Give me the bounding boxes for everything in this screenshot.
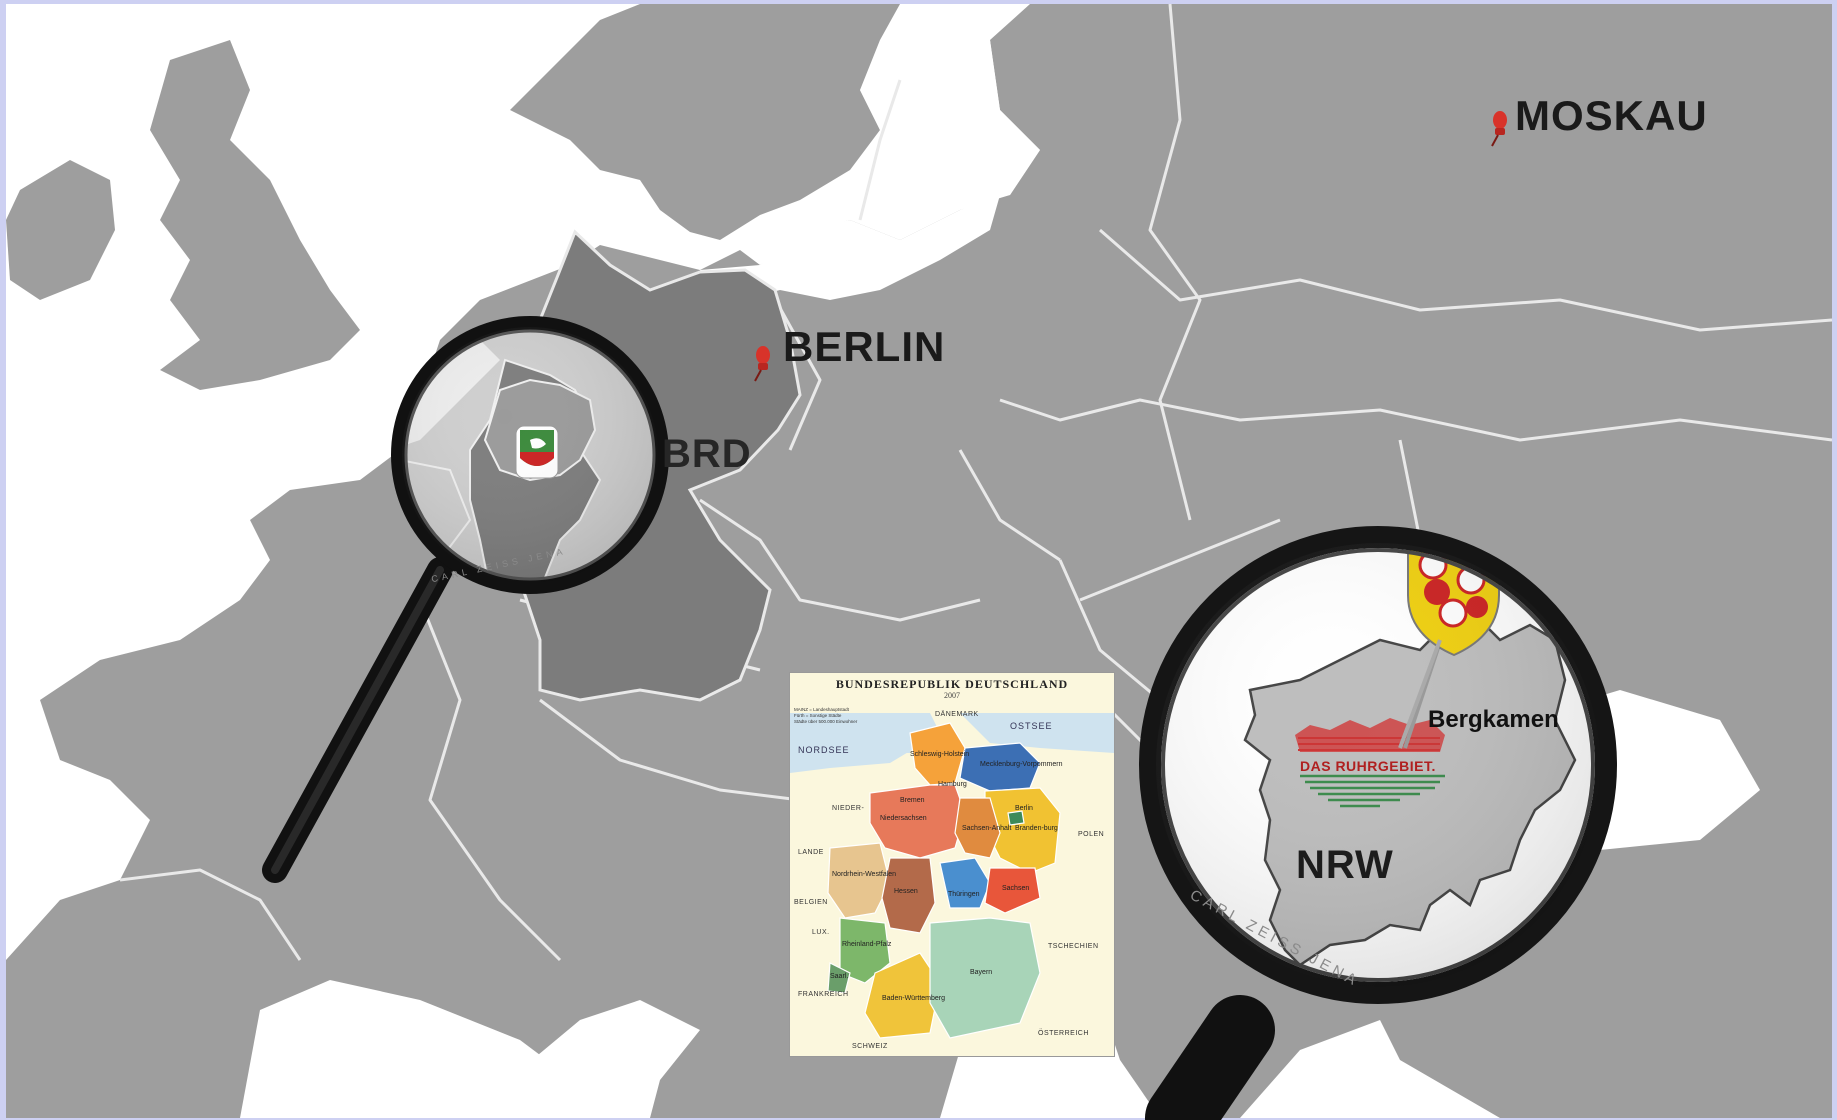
legend-item: Fürth = Sonstige Städte [794, 713, 842, 718]
country-label-brd: BRD [662, 432, 752, 476]
state-label: Sachsen [1002, 885, 1030, 892]
region-label-nrw: NRW [1296, 843, 1394, 887]
country-label: LANDE [798, 849, 824, 856]
state-label: Baden-Württemberg [882, 995, 946, 1002]
state-label: Hamburg [938, 781, 967, 788]
state-label: Niedersachsen [880, 815, 927, 822]
legend-item: Städte über 500.000 Einwohner [794, 719, 858, 724]
sea-mediterranean [240, 980, 560, 1118]
sea-label: NORDSEE [798, 745, 850, 755]
country-label: BELGIEN [794, 899, 828, 906]
country-label: ÖSTERREICH [1038, 1030, 1089, 1037]
state-label: Rheinland-Pfalz [842, 941, 892, 948]
land-scandinavia [510, 4, 900, 240]
country-label: LUX. [812, 929, 830, 936]
state-label: Mecklenburg-Vorpommern [980, 761, 1063, 768]
land-great-britain [150, 40, 360, 390]
country-label: DÄNEMARK [935, 711, 979, 718]
inset-title: BUNDESREPUBLIK DEUTSCHLAND [835, 677, 1069, 691]
state-label: Bremen [900, 797, 925, 804]
country-label: POLEN [1078, 831, 1105, 838]
pushpin-icon [754, 346, 770, 382]
state-label: Thüringen [948, 891, 980, 898]
state-label: Hessen [894, 888, 918, 895]
country-label: FRANKREICH [798, 991, 849, 998]
country-label: TSCHECHIEN [1048, 943, 1099, 950]
inset-year: 2007 [944, 691, 960, 700]
state-label: Sachsen-Anhalt [962, 825, 1012, 832]
state-label: Schleswig-Holstein [910, 751, 970, 758]
land-ireland [6, 160, 115, 300]
state-label: Bayern [970, 969, 993, 976]
ruhr-logo-text: DAS RUHRGEBIET. [1300, 758, 1436, 774]
magnifier-icon [1139, 526, 1617, 1120]
country-label: NIEDER- [832, 805, 865, 812]
country-label: SCHWEIZ [852, 1043, 888, 1050]
city-label-berlin: BERLIN [783, 323, 946, 370]
city-label-moskau: MOSKAU [1515, 92, 1708, 139]
state-label: Branden-burg [1015, 825, 1058, 832]
germany-inset-map: BUNDESREPUBLIK DEUTSCHLAND 2007 MAINZ = … [789, 672, 1115, 1057]
state-label: Saarl. [830, 973, 849, 980]
state-label: Nordrhein-Westfalen [832, 871, 897, 878]
city-label-bergkamen: Bergkamen [1428, 706, 1559, 733]
sea-baltic [700, 195, 1000, 300]
sea-label: OSTSEE [1010, 721, 1053, 731]
magnifier-icon [262, 316, 669, 883]
state-label: Berlin [1015, 805, 1033, 812]
land-iberia [6, 930, 260, 1118]
inset-legend: MAINZ = Landeshauptstadt Fürth = Sonstig… [794, 707, 914, 725]
legend-item: MAINZ = Landeshauptstadt [794, 707, 849, 712]
inset-map-svg [790, 713, 1114, 1039]
sea-gulf [860, 40, 1040, 200]
pushpin-icon [1491, 111, 1507, 147]
